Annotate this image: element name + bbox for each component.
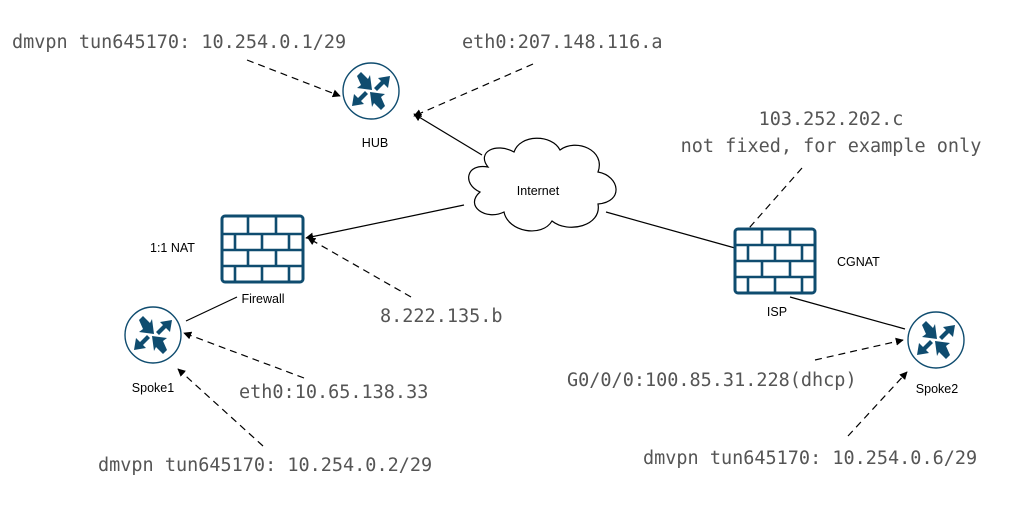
spoke1-router-icon <box>124 306 182 364</box>
spoke2-tunnel-annotation: dmvpn tun645170: 10.254.0.6/29 <box>643 448 977 469</box>
isp-cgnat-label: CGNAT <box>837 255 880 269</box>
link-internet-firewall <box>305 204 465 241</box>
arrow-hub-eth0 <box>413 63 534 117</box>
spoke1-eth0-annotation: eth0:10.65.138.33 <box>239 382 428 403</box>
link-internet-isp <box>605 211 736 249</box>
spoke2-label: Spoke2 <box>916 382 958 396</box>
spoke1-label: Spoke1 <box>132 381 174 395</box>
arrow-spoke2-tunnel <box>847 371 908 437</box>
isp-firewall-icon <box>733 227 817 295</box>
isp-public-annotation-line1: 103.252.202.c <box>759 109 904 130</box>
spoke2-router-icon <box>907 311 965 369</box>
isp-label: ISP <box>767 305 787 319</box>
link-firewall-spoke1 <box>185 296 238 322</box>
arrow-spoke1-tunnel <box>177 368 264 447</box>
firewall-icon <box>220 214 305 284</box>
spoke2-g0-annotation: G0/0/0:100.85.31.228(dhcp) <box>567 370 857 391</box>
firewall-label: Firewall <box>241 292 284 306</box>
hub-label: HUB <box>362 136 388 150</box>
internet-label: Internet <box>517 184 560 198</box>
firewall-nat-label: 1:1 NAT <box>150 241 195 255</box>
hub-eth0-annotation: eth0:207.148.116.a <box>462 32 662 53</box>
arrow-spoke1-eth0 <box>183 331 305 379</box>
cloud-icon <box>468 137 617 232</box>
hub-router-icon <box>342 62 400 120</box>
link-isp-spoke2 <box>789 296 906 330</box>
link-internet-hub <box>413 113 483 156</box>
arrow-hub-tunnel <box>246 59 341 98</box>
hub-tunnel-annotation: dmvpn tun645170: 10.254.0.1/29 <box>12 32 346 53</box>
isp-public-annotation-line2: not fixed, for example only <box>681 136 982 157</box>
arrow-spoke2-g0 <box>814 337 904 361</box>
arrow-firewall-public <box>307 237 412 298</box>
firewall-public-annotation: 8.222.135.b <box>380 306 503 327</box>
spoke1-tunnel-annotation: dmvpn tun645170: 10.254.0.2/29 <box>98 455 432 476</box>
